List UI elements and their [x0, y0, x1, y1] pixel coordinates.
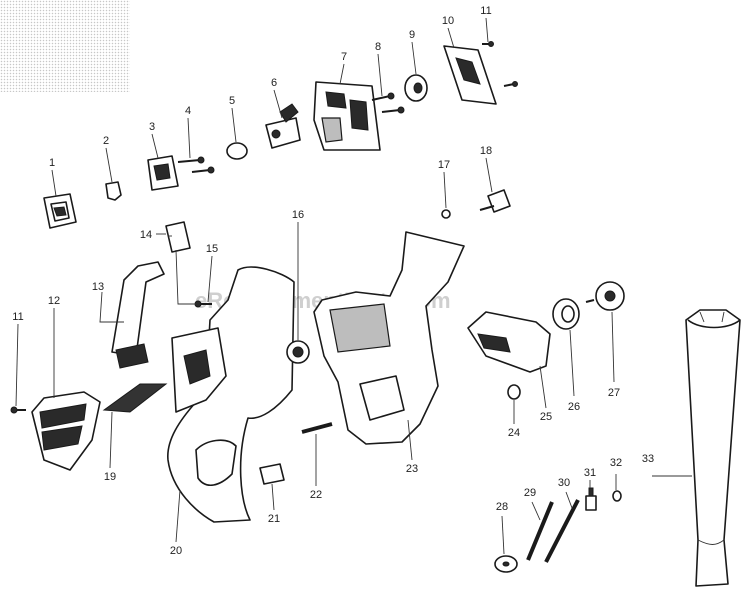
callout-11-top: 11 [480, 5, 491, 17]
callout-8: 8 [375, 41, 381, 53]
callout-6: 6 [271, 77, 277, 89]
part-30-hose [544, 499, 580, 563]
callout-30: 30 [558, 477, 570, 489]
part-21-clip [259, 463, 285, 485]
part-12-end-cap [31, 391, 101, 471]
leader-lines [15, 17, 692, 555]
part-28-washer [494, 555, 518, 573]
part-20-left-housing [167, 266, 295, 523]
callout-1: 1 [49, 157, 55, 169]
part-5-cap [226, 142, 248, 160]
part-29-hose [526, 501, 554, 561]
part-4-screws [177, 156, 215, 174]
part-16-fan [286, 340, 310, 364]
part-31-filter [585, 487, 597, 511]
part-3-bracket [147, 155, 179, 191]
callout-16: 16 [292, 209, 304, 221]
callout-32: 32 [610, 457, 622, 469]
callout-26: 26 [568, 401, 580, 413]
part-23-right-housing [313, 231, 465, 445]
callout-15: 15 [206, 243, 218, 255]
part-2-plug [105, 181, 122, 201]
part-1-filter-frame [43, 193, 77, 229]
part-18-thumb-screw [479, 189, 511, 213]
part-19-screen [102, 383, 168, 413]
part-7-cover-plate [313, 81, 381, 151]
callout-20: 20 [170, 545, 182, 557]
part-15-screw [194, 300, 212, 308]
callout-24: 24 [508, 427, 520, 439]
callout-3: 3 [149, 121, 155, 133]
callout-28: 28 [496, 501, 508, 513]
callout-27: 27 [608, 387, 620, 399]
callout-21: 21 [268, 513, 280, 525]
part-33-blower-tube [685, 309, 741, 587]
callout-7: 7 [341, 51, 347, 63]
callout-11-left: 11 [12, 311, 23, 323]
callout-4: 4 [185, 105, 191, 117]
part-22-pin [301, 422, 333, 434]
part-25-nozzle-adapter [467, 311, 551, 373]
callout-5: 5 [229, 95, 235, 107]
part-32-clip [612, 490, 622, 502]
part-10-plate [443, 45, 497, 105]
callout-12: 12 [48, 295, 60, 307]
callout-31: 31 [584, 467, 596, 479]
part-11-screw-left [10, 406, 26, 414]
callout-2: 2 [103, 135, 109, 147]
callout-18: 18 [480, 145, 492, 157]
part-11-screw-top [482, 41, 518, 87]
part-14-pad [165, 221, 191, 253]
part-27-nut [585, 281, 625, 311]
stippled-corner-texture [0, 0, 130, 92]
callout-25: 25 [540, 411, 552, 423]
callout-22: 22 [310, 489, 322, 501]
callout-10: 10 [442, 15, 454, 27]
part-24-grommet [507, 384, 521, 400]
part-17-knob [441, 209, 451, 219]
part-13-handle [111, 261, 165, 369]
callout-33: 33 [642, 453, 654, 465]
part-26-ring [552, 298, 580, 330]
callout-29: 29 [524, 487, 536, 499]
callout-13: 13 [92, 281, 104, 293]
callout-17: 17 [438, 159, 450, 171]
part-9-washer [404, 74, 428, 102]
callout-14: 14 [140, 229, 152, 241]
callout-labels: 1 2 3 4 5 6 7 8 9 10 11 11 12 13 14 15 1… [12, 5, 654, 557]
part-8-screws [371, 92, 405, 114]
callout-23: 23 [406, 463, 418, 475]
callout-9: 9 [409, 29, 415, 41]
callout-19: 19 [104, 471, 116, 483]
part-6-switch [265, 103, 301, 149]
